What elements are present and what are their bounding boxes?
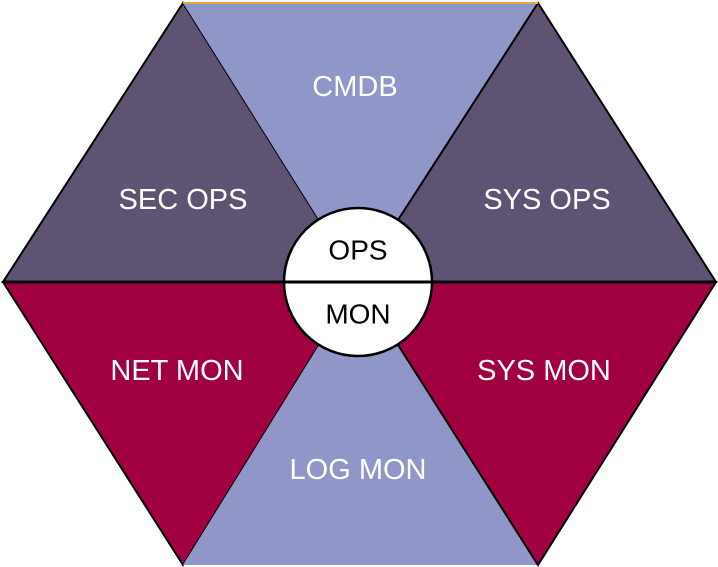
- label-log-mon: LOG MON: [290, 454, 427, 486]
- segment-log-mon: [183, 282, 538, 565]
- hub-label-ops: OPS: [328, 235, 387, 266]
- label-sys-ops: SYS OPS: [483, 184, 610, 216]
- label-net-mon: NET MON: [110, 355, 243, 387]
- label-sec-ops: SEC OPS: [119, 184, 248, 216]
- label-cmdb: CMDB: [312, 71, 397, 103]
- segment-cmdb: [183, 3, 538, 282]
- label-sys-mon: SYS MON: [477, 355, 611, 387]
- hub-label-mon: MON: [325, 299, 390, 330]
